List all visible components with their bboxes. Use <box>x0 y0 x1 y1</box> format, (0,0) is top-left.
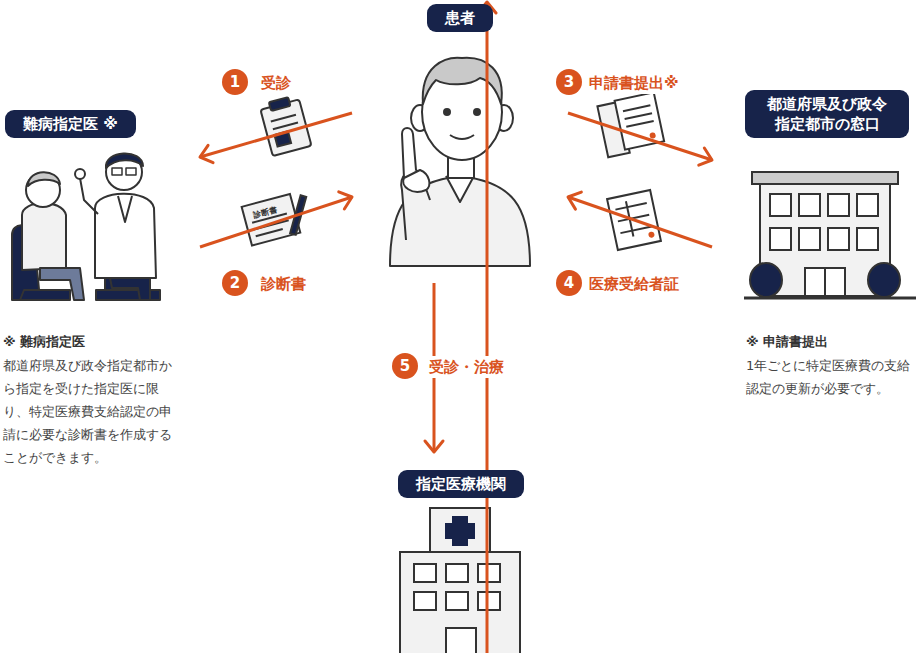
patient-node: 患者 <box>352 2 568 283</box>
callout-number: 4 <box>556 270 582 296</box>
designated-hospital-node: 指定医療機関 <box>372 452 550 653</box>
patient-figure <box>390 58 530 266</box>
note-text: 都道府県及び政令指定都市から指定を受けた指定医に限り、特定医療費支給認定の申請に… <box>3 354 179 469</box>
node-title: 都道府県及び政令指定都市の窓口 <box>745 90 909 138</box>
edge-label: 診断書 <box>258 273 309 295</box>
flow-arrow <box>568 113 712 160</box>
flow-arrow <box>486 2 489 653</box>
note-heading: ※ 申請書提出 <box>746 331 918 353</box>
icon-text: 診断書 <box>252 204 278 221</box>
edge-label: 受診 <box>258 72 294 94</box>
edge-label: 医療受給者証 <box>586 273 682 295</box>
doctor-scene <box>12 153 160 300</box>
callout-number: 1 <box>222 69 248 95</box>
note-text: 1年ごとに特定医療費の支給認定の更新が必要です。 <box>746 354 916 400</box>
callout-number: 2 <box>222 270 248 296</box>
diagnosis-doc-icon <box>242 190 315 246</box>
edge-label: 受診・治療 <box>426 356 507 378</box>
node-title: 指定医療機関 <box>398 470 524 498</box>
office-building <box>744 172 916 298</box>
note-heading: ※ 難病指定医 <box>3 331 179 353</box>
hospital-building <box>400 508 520 653</box>
flow-arrow <box>568 197 712 247</box>
designated-doctor-node: 難病指定医 ※ <box>2 108 200 315</box>
prefecture-office-node: 都道府県及び政令指定都市の窓口 <box>712 88 918 305</box>
flow-arrow <box>200 197 352 247</box>
callout-number: 5 <box>392 353 418 379</box>
flow-arrow <box>200 113 352 157</box>
edge-label: 申請書提出※ <box>586 72 682 94</box>
node-title: 患者 <box>427 4 493 32</box>
clipboard-icon <box>259 95 311 157</box>
callout-number: 3 <box>556 69 582 95</box>
node-title: 難病指定医 ※ <box>5 110 136 138</box>
